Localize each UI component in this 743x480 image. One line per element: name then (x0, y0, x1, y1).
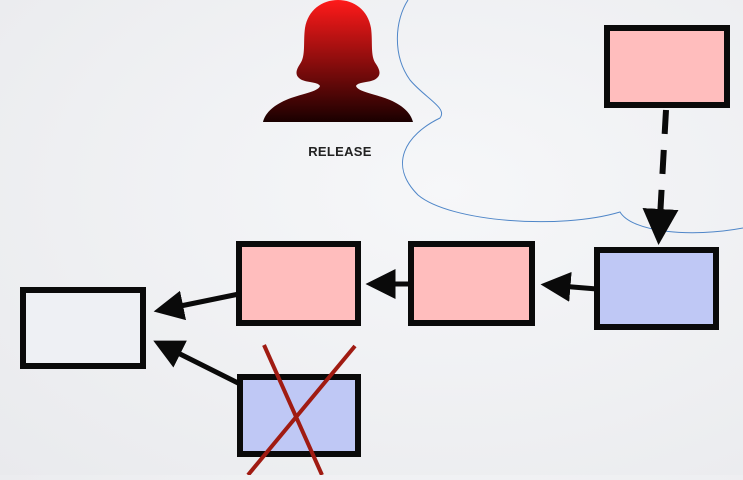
person-silhouette-icon (263, 0, 413, 122)
cross-mark-icon (246, 344, 357, 477)
arrow-upper-to-base (153, 290, 240, 321)
upper-commit-box (236, 241, 361, 326)
arrow-discarded-to-base (153, 340, 242, 387)
dashed-arrow (642, 109, 679, 245)
remote-cloud (396, 0, 743, 234)
local-head-box (594, 247, 719, 330)
base-commit-box (20, 287, 146, 369)
arrow-head-to-middle (540, 271, 598, 302)
release-label: RELEASE (308, 144, 372, 159)
middle-commit-box (408, 241, 535, 326)
remote-commit-box (604, 25, 730, 108)
